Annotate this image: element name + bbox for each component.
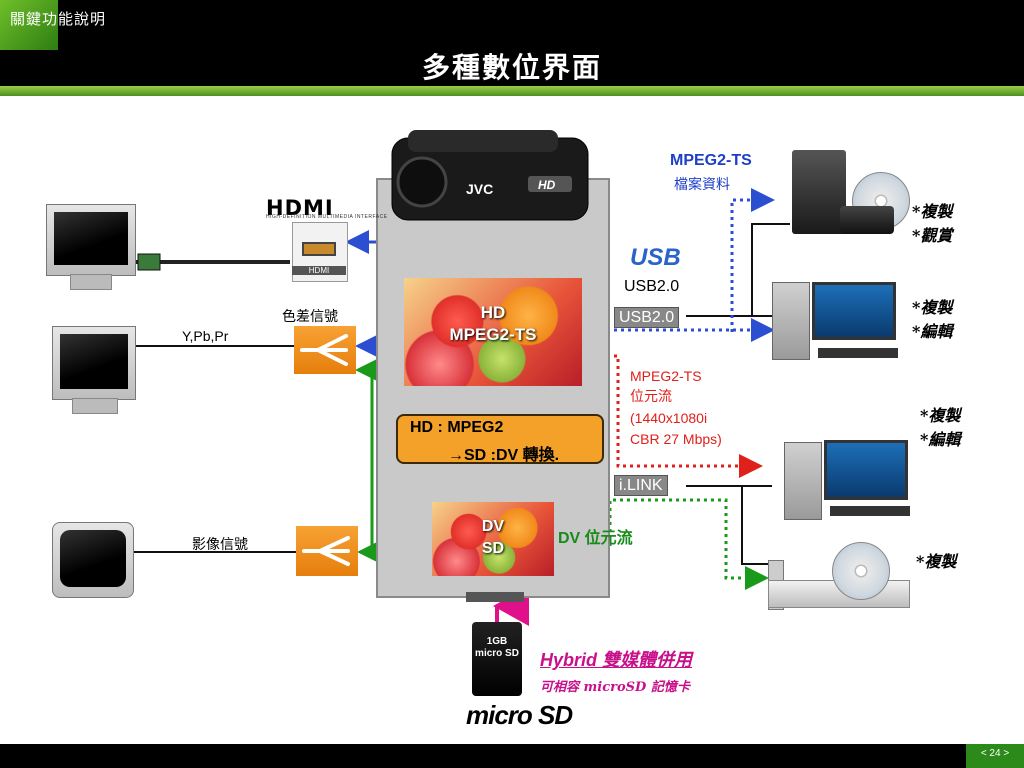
stream-line: (1440x1080i (630, 410, 708, 426)
tv-stand (72, 398, 118, 414)
footer-accent (966, 744, 1024, 768)
conversion-line1: HD : MPEG2 (410, 419, 504, 436)
dv-stream-label: DV 位元流 (558, 530, 633, 547)
header-accent (0, 0, 58, 50)
hybrid-subtitle: 可相容 microSD 記憶卡 (540, 680, 690, 695)
hd-photo (404, 278, 582, 386)
component-connector-icon (294, 326, 356, 374)
dv-label-line1: DV (481, 518, 505, 535)
device-label-line: *複製 (920, 406, 961, 425)
pc-monitor (824, 440, 908, 500)
ypbpr-label: Y,Pb,Pr (182, 328, 229, 344)
stream-line: CBR 27 Mbps) (630, 431, 722, 447)
camcorder-image: JVC HD (391, 130, 589, 221)
small-camcorder (840, 206, 894, 234)
file-data-subtitle: 檔案資料 (674, 177, 730, 193)
dv-photo (432, 502, 554, 576)
camera-hd-badge: HD (538, 178, 556, 192)
file-path-nas (730, 188, 775, 332)
sd-card-brand: micro SD (475, 648, 519, 659)
device-label-pc1: *複製 *編輯 (912, 296, 952, 344)
device-label-recorder: *複製 (916, 550, 956, 574)
file-data-title: MPEG2-TS (670, 152, 752, 169)
stream-line: 位元流 (630, 389, 672, 405)
flat-tv-component (52, 326, 136, 400)
dv-photo-label: DV SD (432, 516, 554, 560)
microsd-card-text: 1GB micro SD (472, 636, 522, 660)
slide-title: 多種數位界面 (421, 51, 602, 84)
crt-tv (52, 522, 134, 598)
ilink-wire-recorder (741, 486, 770, 565)
device-label-line: *編輯 (920, 430, 961, 449)
page-number: < 24 > (980, 748, 1010, 759)
pc-keyboard (830, 506, 910, 516)
hybrid-title: Hybrid 雙媒體併用 (540, 650, 693, 670)
pc-tower (784, 442, 822, 520)
device-label-line: *複製 (912, 298, 953, 317)
usb-port-tag: USB2.0 (614, 307, 680, 328)
camera-brand: JVC (466, 181, 493, 197)
device-label-line: *觀賞 (912, 226, 953, 245)
microsd-card (472, 622, 522, 696)
usb-label: USB2.0 (624, 278, 680, 295)
dv-label-line2: SD (481, 540, 505, 557)
hdmi-plug (137, 253, 161, 271)
video-signal-label: 影像信號 (192, 537, 248, 553)
section-label: 關鍵功能說明 (10, 10, 107, 28)
stream-label: MPEG2-TS 位元流 (1440x1080i CBR 27 Mbps) (630, 366, 722, 450)
usb-wire-nas (686, 223, 790, 317)
hd-label-line2: MPEG2-TS (449, 325, 537, 344)
sd-card-size: 1GB (486, 636, 508, 647)
ilink-port-tag: i.LINK (614, 475, 668, 496)
pc-tower (772, 282, 810, 360)
stream-line: MPEG2-TS (630, 368, 702, 384)
device-label-line: *編輯 (912, 322, 953, 341)
media-player-device (792, 150, 846, 234)
component-signal-label: 色差信號 (282, 309, 338, 325)
video-connector-icon (296, 526, 358, 576)
hdmi-port-label: HDMI (292, 266, 346, 275)
hdmi-logo-subtitle: HIGH-DEFINITION MULTIMEDIA INTERFACE (266, 214, 388, 220)
hdmi-port-slot (302, 242, 336, 256)
flat-tv-hdmi (46, 204, 136, 276)
conversion-box: HD : MPEG2 →SD :DV 轉換. (396, 414, 604, 464)
hd-label-line1: HD (480, 303, 506, 322)
conversion-line2: →SD :DV 轉換. (448, 447, 560, 464)
sd-slot (466, 592, 524, 602)
microsd-logo: micro SD (466, 700, 573, 730)
device-label-line: *複製 (916, 552, 957, 571)
tv-stand (70, 274, 112, 290)
slide-footer (0, 744, 1024, 768)
hdmi-logo: HDMI (266, 196, 334, 220)
disc-icon (832, 542, 890, 600)
slide-header (0, 0, 1024, 88)
pc-keyboard (818, 348, 898, 358)
device-label-line: *複製 (912, 202, 953, 221)
pc-monitor (812, 282, 896, 340)
device-label-viewer: *複製 *觀賞 (912, 200, 952, 248)
usb-logo-text: USB (630, 244, 681, 271)
hd-photo-label: HD MPEG2-TS (404, 302, 582, 346)
device-label-pc2: *複製 *編輯 (920, 404, 960, 452)
header-band (0, 86, 1024, 96)
